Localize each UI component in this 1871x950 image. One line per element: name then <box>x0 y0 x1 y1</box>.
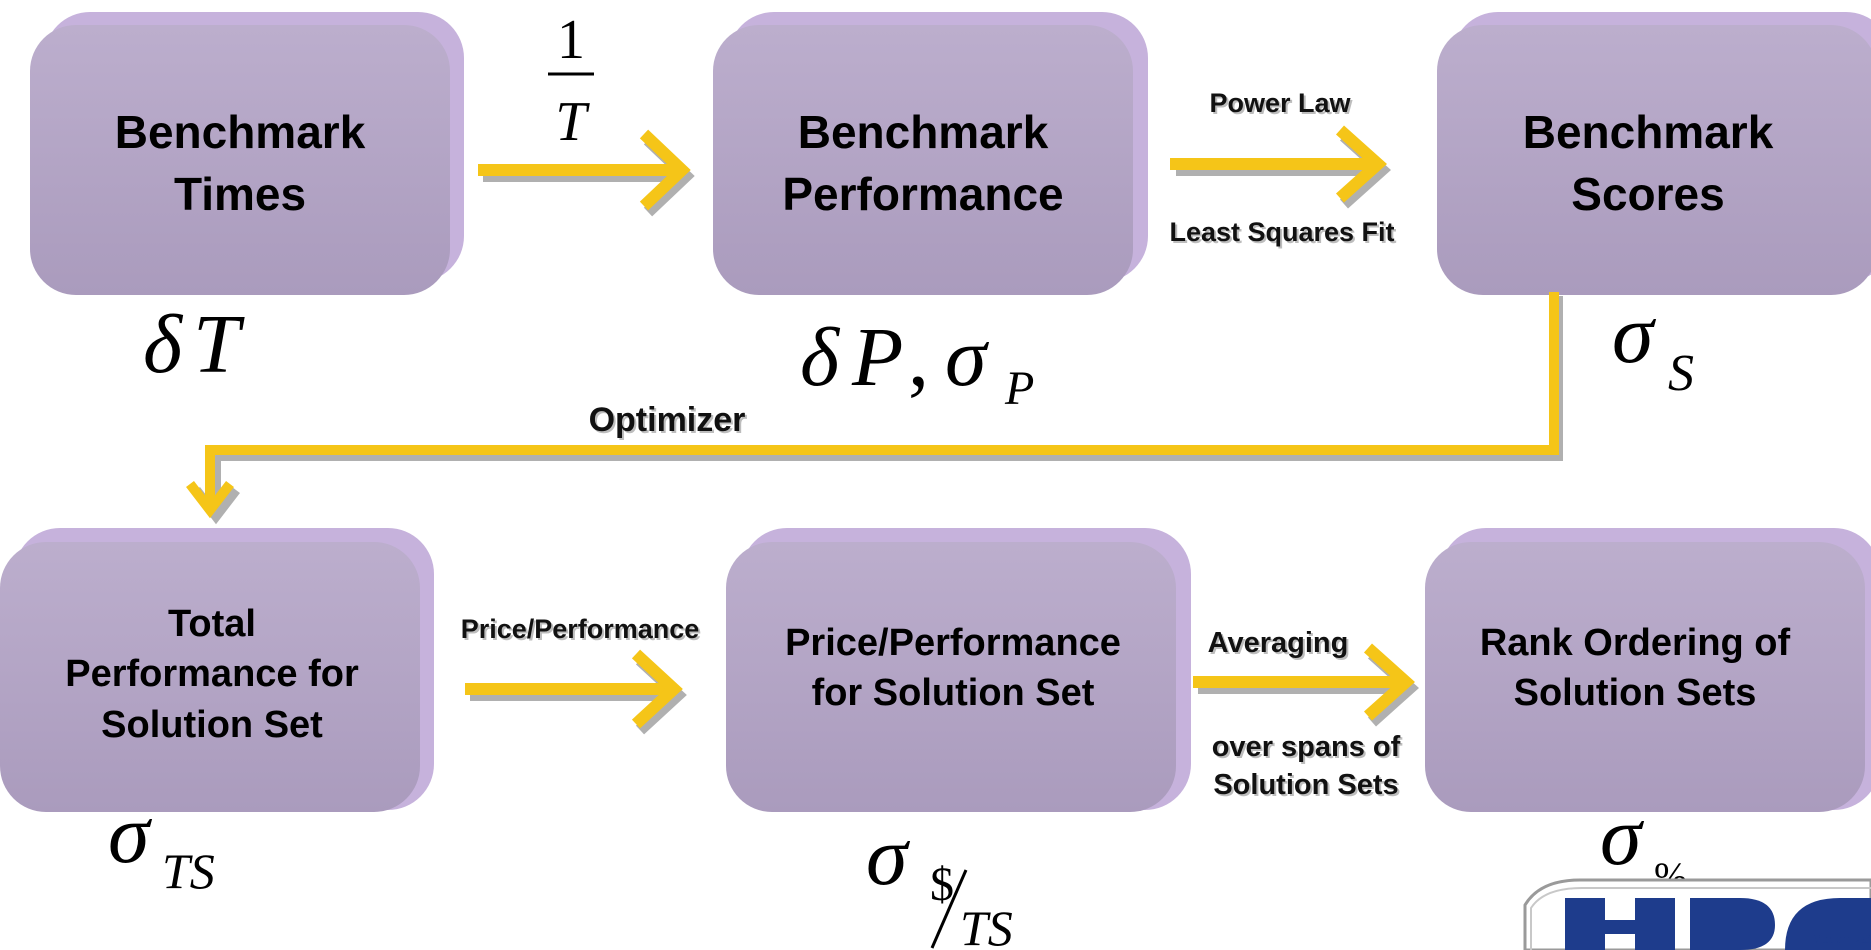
logo-partial-text: Modernizatio <box>1812 932 1871 946</box>
label-solution-sets: Solution Sets <box>1213 769 1398 801</box>
label-over-spans: over spans of <box>1212 731 1401 763</box>
math-delta-t: δ T <box>143 298 245 391</box>
box-scores-line2: Scores <box>1571 168 1724 220</box>
arrow-total-to-price <box>465 649 687 735</box>
math-delta-p-sub: P <box>1004 362 1034 415</box>
math-delta-p-var: P <box>851 311 903 404</box>
math-sigma-s-sigma: σ <box>1612 288 1657 381</box>
box-benchmark-times: Benchmark Times <box>30 12 464 295</box>
math-inverse-denominator: T <box>555 91 590 153</box>
label-averaging: Averaging <box>1208 627 1349 659</box>
math-sigma-s-sub: S <box>1668 345 1694 402</box>
math-sigma-dollar-sigma: σ <box>866 810 911 903</box>
math-inverse-t: 1 T <box>548 9 594 153</box>
box-total-performance: Total Performance for Solution Set <box>0 528 434 812</box>
box-benchmark-performance: Benchmark Performance <box>713 12 1148 295</box>
box-price-line2: for Solution Set <box>812 672 1095 714</box>
math-sigma-percent: σ % <box>1600 790 1687 899</box>
box-rank-ordering: Rank Ordering of Solution Sets <box>1425 528 1871 812</box>
box-rank-line2: Solution Sets <box>1514 672 1757 714</box>
box-price-performance: Price/Performance for Solution Set <box>726 528 1191 812</box>
box-times-line1: Benchmark <box>115 106 366 158</box>
math-sigma-ts-sub: TS <box>162 843 215 899</box>
box-price-line1: Price/Performance <box>785 622 1121 664</box>
math-sigma-s: σ S <box>1612 288 1694 402</box>
math-delta-p-delta: δ <box>800 311 841 404</box>
math-delta-t-var: T <box>193 298 245 391</box>
label-averaging-shadow: Averaging <box>1210 629 1351 661</box>
box-total-line1: Total <box>168 603 256 645</box>
label-price-performance-shadow: Price/Performance <box>463 616 702 646</box>
label-optimizer-shadow: Optimizer <box>591 403 748 441</box>
math-sigma-dollar-ts: σ $ TS <box>866 810 1013 950</box>
label-price-performance: Price/Performance <box>461 614 700 644</box>
math-delta-p-sigma-p: δ P , σ P <box>800 311 1034 415</box>
math-delta-p-sigma: σ <box>945 311 990 404</box>
label-least-squares-shadow: Least Squares Fit <box>1171 219 1396 249</box>
math-sigma-ts: σ TS <box>108 788 215 899</box>
arrow-optimizer-connector <box>186 292 1563 525</box>
math-sigma-dollar-num: $ <box>930 858 954 911</box>
arrow-price-to-rank <box>1193 643 1419 727</box>
box-performance-line2: Performance <box>782 168 1063 220</box>
math-inverse-numerator: 1 <box>557 9 585 71</box>
arrow-performance-to-scores <box>1170 125 1391 209</box>
box-scores-line1: Benchmark <box>1523 106 1774 158</box>
label-power-law: Power Law <box>1209 88 1351 118</box>
math-delta-p-comma: , <box>908 311 929 404</box>
label-over-spans-shadow: over spans of <box>1214 733 1403 765</box>
box-rank-line1: Rank Ordering of <box>1480 622 1791 664</box>
hpc-logo: Modernizatio <box>1523 878 1871 950</box>
label-solution-sets-shadow: Solution Sets <box>1215 771 1400 803</box>
label-power-law-shadow: Power Law <box>1211 90 1353 120</box>
math-delta-t-delta: δ <box>143 298 184 391</box>
label-least-squares: Least Squares Fit <box>1169 217 1394 247</box>
box-benchmark-scores: Benchmark Scores <box>1437 12 1871 295</box>
box-times-line2: Times <box>174 168 306 220</box>
math-sigma-ts-sigma: σ <box>108 788 153 881</box>
box-total-line3: Solution Set <box>101 704 323 746</box>
box-total-line2: Performance for <box>65 653 359 695</box>
arrow-times-to-performance <box>478 129 695 217</box>
math-sigma-percent-sigma: σ <box>1600 790 1645 883</box>
label-optimizer: Optimizer <box>589 401 746 439</box>
math-sigma-dollar-den: TS <box>960 900 1013 950</box>
box-performance-line1: Benchmark <box>798 106 1049 158</box>
